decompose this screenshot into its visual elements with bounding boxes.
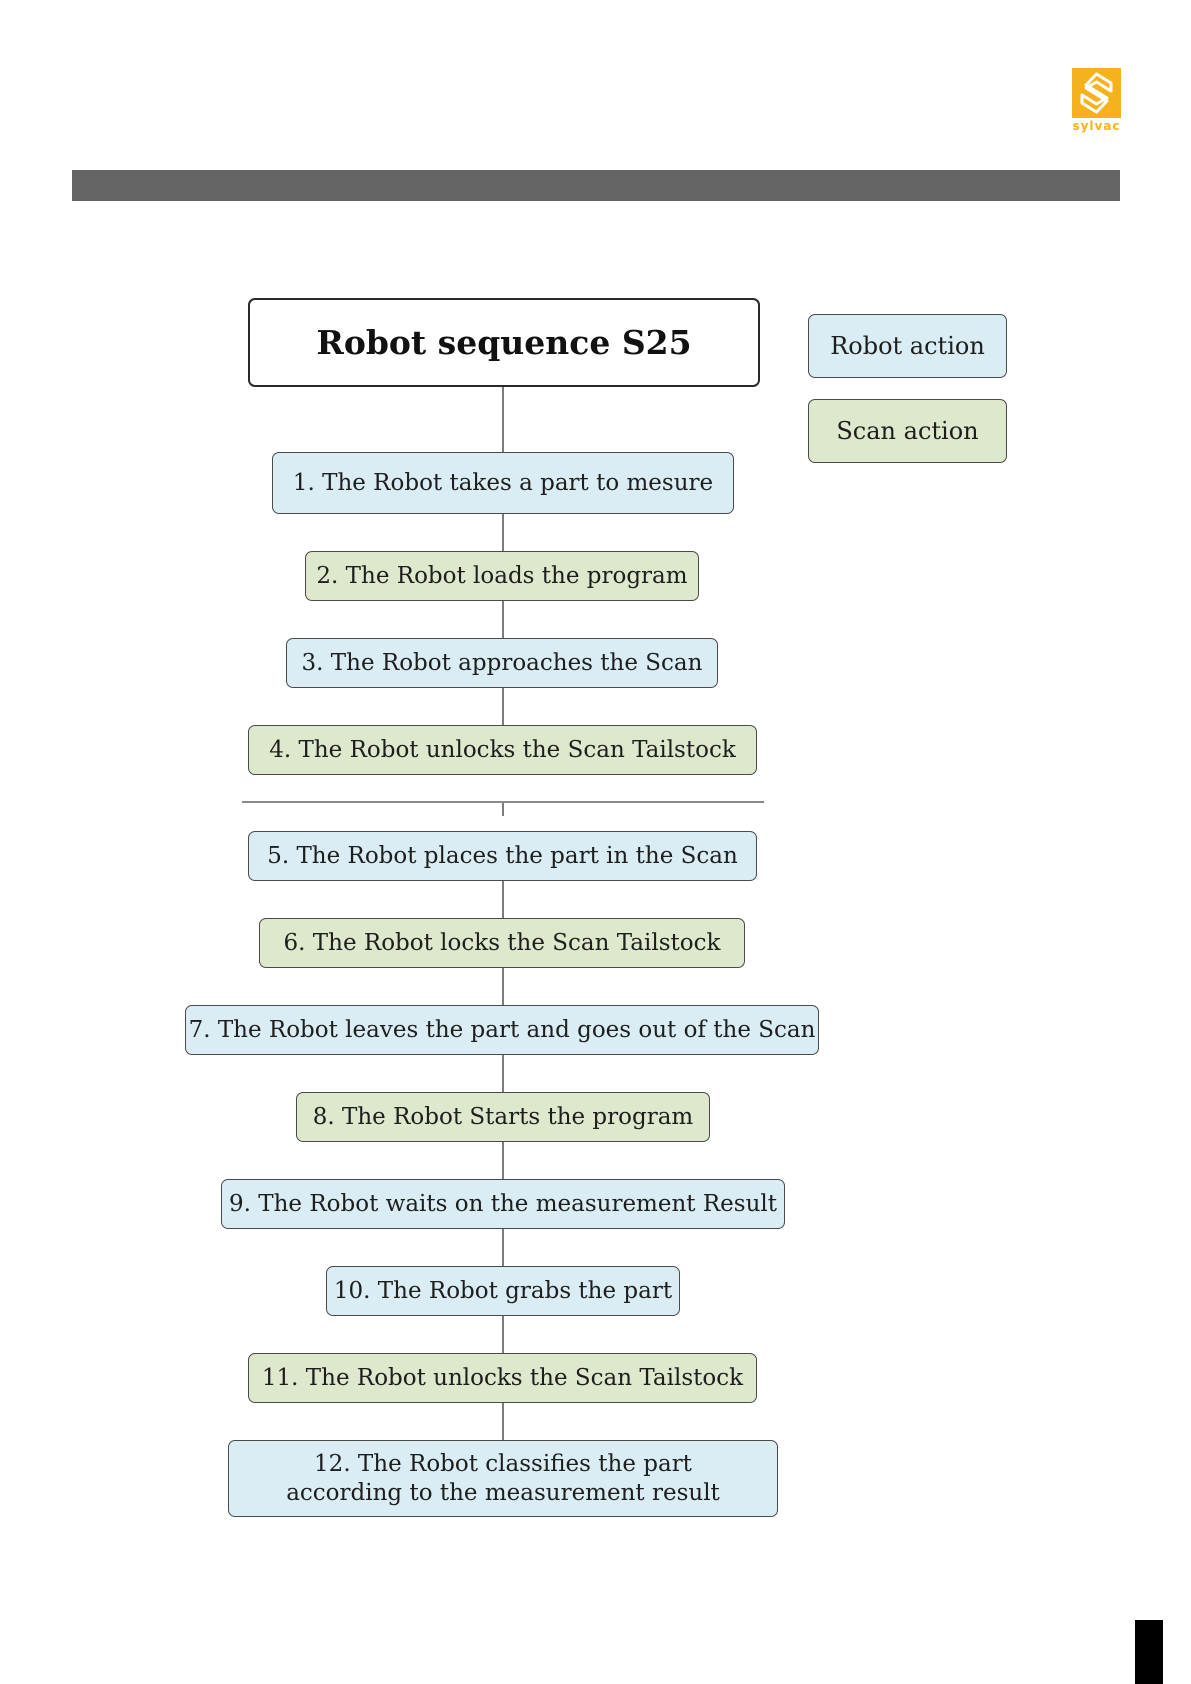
connector-line (502, 601, 504, 638)
step-3: 3. The Robot approaches the Scan (286, 638, 718, 688)
connector-line (502, 881, 504, 918)
sylvac-logo: sylvac (1072, 68, 1121, 136)
step-5: 5. The Robot places the part in the Scan (248, 831, 757, 881)
legend-robot-action: Robot action (808, 314, 1007, 378)
logo-wordmark: sylvac (1072, 119, 1121, 133)
connector-line (502, 514, 504, 551)
connector-line (502, 1055, 504, 1092)
connector-line (502, 384, 504, 452)
diagram-title: Robot sequence S25 (248, 298, 760, 387)
section-divider (242, 801, 764, 803)
page-marker (1135, 1620, 1163, 1684)
connector-line (502, 1229, 504, 1266)
step-4: 4. The Robot unlocks the Scan Tailstock (248, 725, 757, 775)
step-10: 10. The Robot grabs the part (326, 1266, 680, 1316)
connector-line (502, 968, 504, 1005)
connector-line (502, 802, 504, 816)
legend-scan-action: Scan action (808, 399, 1007, 463)
header-bar (72, 170, 1120, 201)
step-11: 11. The Robot unlocks the Scan Tailstock (248, 1353, 757, 1403)
connector-line (502, 688, 504, 725)
step-8: 8. The Robot Starts the program (296, 1092, 710, 1142)
connector-line (502, 1142, 504, 1179)
sylvac-s-logo-icon (1072, 68, 1121, 118)
step-9: 9. The Robot waits on the measurement Re… (221, 1179, 785, 1229)
step-1: 1. The Robot takes a part to mesure (272, 452, 734, 514)
step-12: 12. The Robot classifies the part accord… (228, 1440, 778, 1517)
step-2: 2. The Robot loads the program (305, 551, 699, 601)
step-6: 6. The Robot locks the Scan Tailstock (259, 918, 745, 968)
connector-line (502, 1316, 504, 1353)
connector-line (502, 1403, 504, 1440)
step-7: 7. The Robot leaves the part and goes ou… (185, 1005, 819, 1055)
